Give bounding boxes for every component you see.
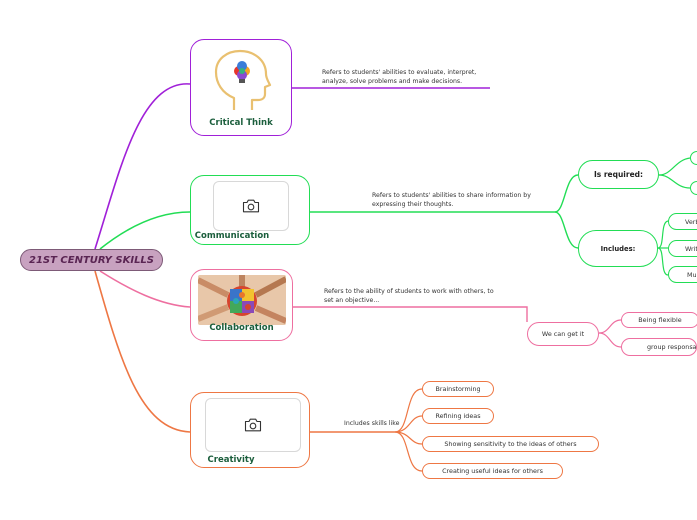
head-lightbulb-icon [214, 49, 272, 110]
refining-ideas-label: Refining ideas [435, 412, 481, 420]
creativity-title: Creativity [207, 455, 255, 465]
creating-useful-ideas-node[interactable]: Creating useful ideas for others [422, 463, 563, 479]
brainstorming-node[interactable]: Brainstorming [422, 381, 494, 397]
creating-useful-ideas-label: Creating useful ideas for others [442, 467, 543, 475]
group-responsability-label: group responsabil [647, 343, 697, 351]
includes-label: Includes: [600, 244, 636, 253]
creativity-description: Includes skills like [344, 420, 400, 427]
is-required-node[interactable]: Is required: [578, 160, 659, 189]
includes-multi-node[interactable]: Mul [668, 266, 697, 283]
showing-sensitivity-label: Showing sensitivity to the ideas of othe… [444, 440, 577, 448]
root-label: 21ST CENTURY SKILLS [28, 254, 155, 266]
we-can-get-it-node[interactable]: We can get it [527, 322, 599, 346]
includes-node[interactable]: Includes: [578, 230, 658, 267]
we-can-get-it-label: We can get it [541, 330, 585, 338]
is-required-child-1[interactable] [690, 151, 697, 165]
root-node[interactable]: 21ST CENTURY SKILLS [20, 249, 163, 271]
creativity-image-placeholder [205, 398, 301, 452]
collaboration-title: Collaboration [209, 323, 274, 333]
being-flexible-label: Being flexible [638, 316, 682, 324]
showing-sensitivity-node[interactable]: Showing sensitivity to the ideas of othe… [422, 436, 599, 452]
brainstorming-label: Brainstorming [435, 385, 481, 393]
creativity-node[interactable]: Creativity [190, 392, 310, 468]
includes-written-label: Writ [685, 244, 697, 253]
includes-verbal-node[interactable]: Verb [668, 213, 697, 230]
communication-node[interactable]: Communication [190, 175, 310, 245]
critical-think-node[interactable]: Critical Think [190, 39, 292, 136]
being-flexible-node[interactable]: Being flexible [621, 312, 697, 328]
collaboration-node[interactable]: Collaboration [190, 269, 293, 341]
includes-written-node[interactable]: Writ [668, 240, 697, 257]
camera-icon [242, 199, 260, 213]
includes-multi-label: Mul [687, 270, 697, 279]
communication-title: Communication [194, 231, 270, 241]
critical-think-description: Refers to students' abilities to evaluat… [322, 69, 477, 85]
group-responsability-node[interactable]: group responsabil [621, 338, 697, 356]
collaboration-description: Refers to the ability of students to wor… [324, 288, 494, 304]
communication-description: Refers to students' abilities to share i… [372, 192, 531, 208]
refining-ideas-node[interactable]: Refining ideas [422, 408, 494, 424]
communication-image-placeholder [213, 181, 289, 231]
critical-think-title: Critical Think [209, 118, 273, 128]
camera-icon [244, 418, 262, 432]
is-required-label: Is required: [593, 170, 644, 179]
is-required-child-2[interactable] [690, 181, 697, 195]
includes-verbal-label: Verb [685, 217, 697, 226]
puzzle-hands-photo [198, 275, 286, 325]
